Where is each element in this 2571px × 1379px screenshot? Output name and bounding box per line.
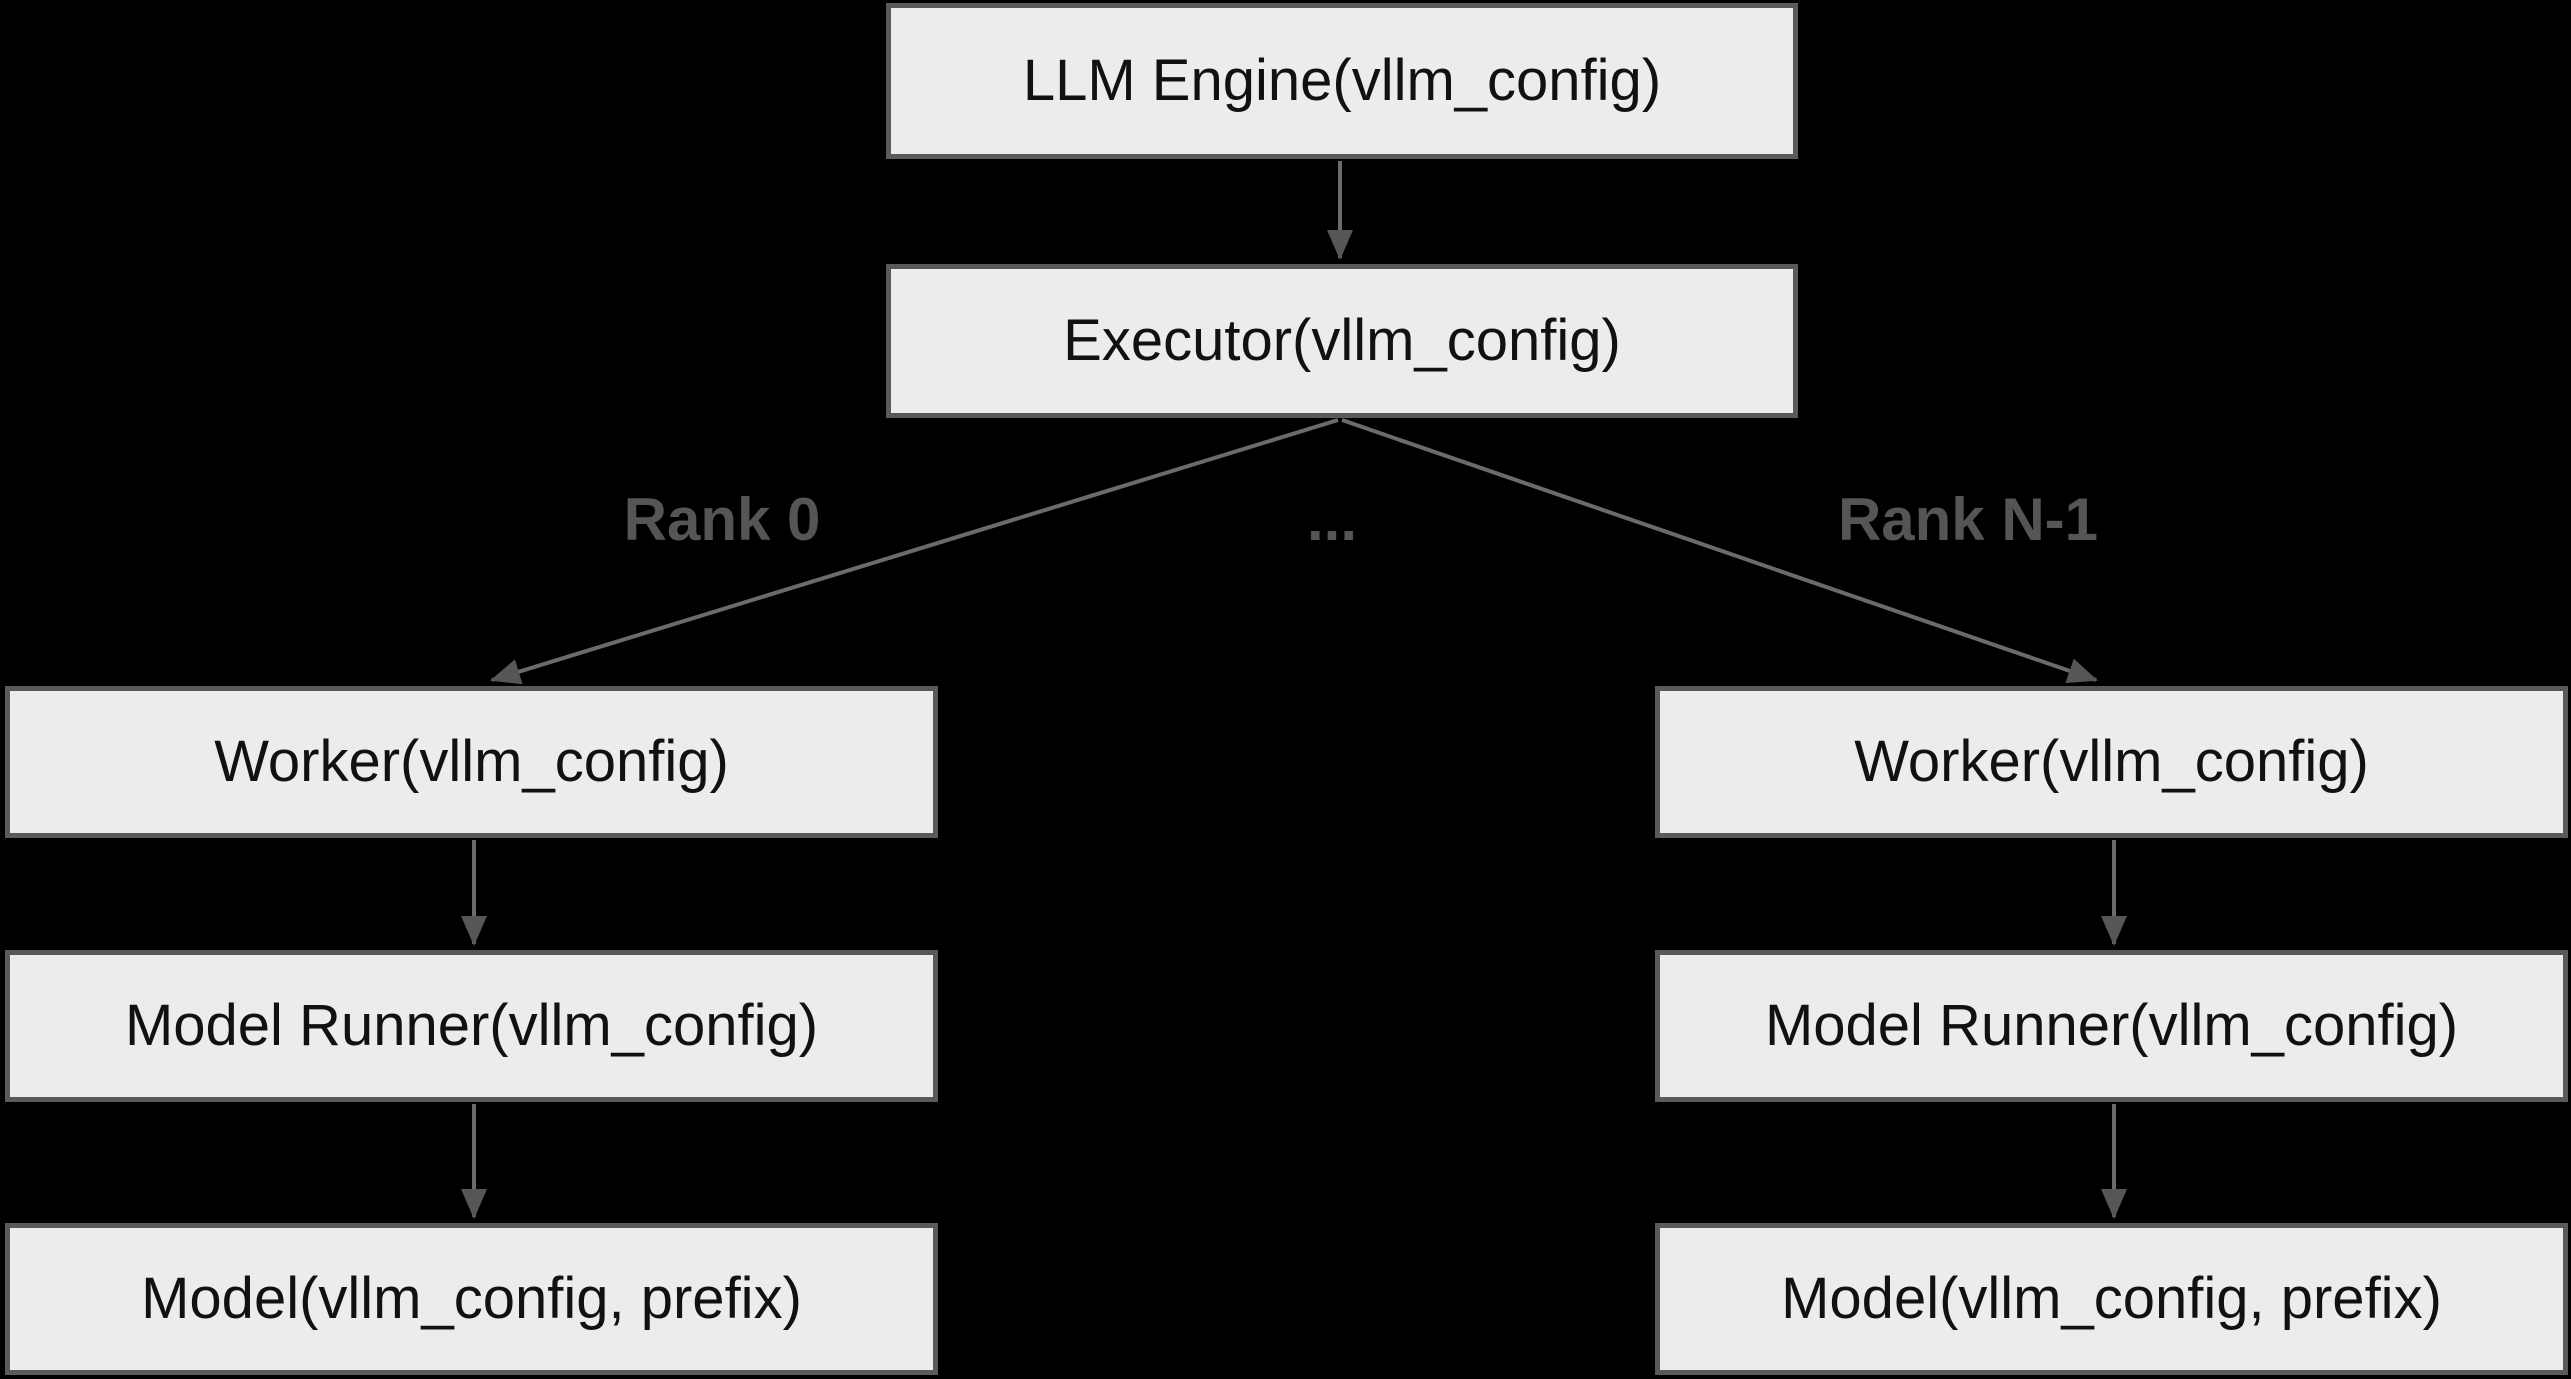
node-model-runner-rank0: Model Runner(vllm_config) <box>5 950 938 1102</box>
node-worker-rankn: Worker(vllm_config) <box>1655 686 2568 838</box>
node-worker-rank0: Worker(vllm_config) <box>5 686 938 838</box>
node-model-rank0: Model(vllm_config, prefix) <box>5 1223 938 1375</box>
node-model-rankn: Model(vllm_config, prefix) <box>1655 1223 2568 1375</box>
node-executor: Executor(vllm_config) <box>886 264 1798 418</box>
edge-label-rank-n-1: Rank N-1 <box>1837 486 2099 553</box>
edge-label-rank-0: Rank 0 <box>623 486 821 553</box>
edge-label-ellipsis: ... <box>1306 486 1358 553</box>
edge-executor-to-worker-rank0 <box>490 418 1339 685</box>
node-model-runner-rankn: Model Runner(vllm_config) <box>1655 950 2568 1102</box>
edge-executor-to-worker-rankn <box>1341 418 2098 684</box>
node-llm-engine: LLM Engine(vllm_config) <box>886 3 1798 159</box>
